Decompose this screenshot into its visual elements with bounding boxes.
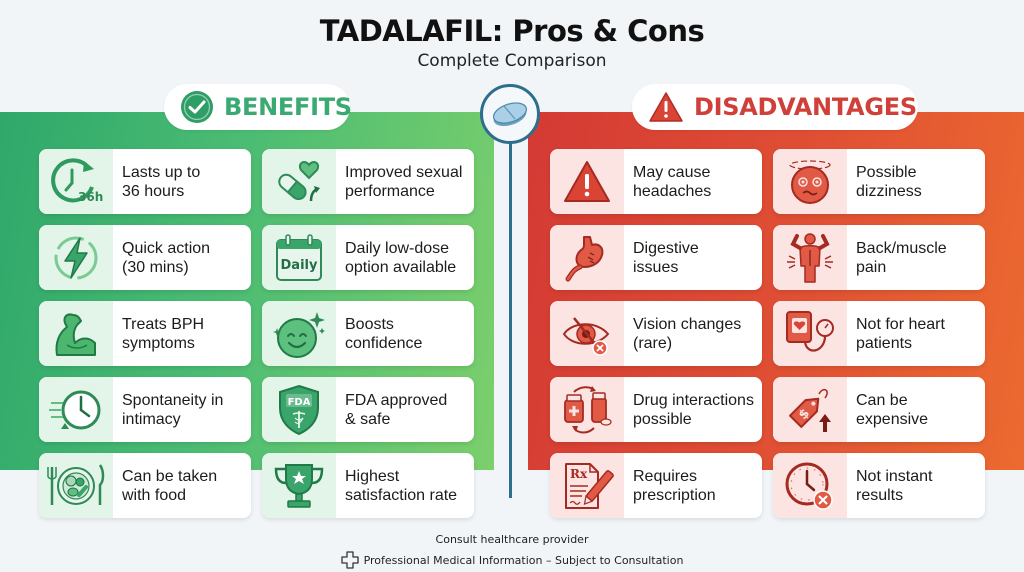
muscle-arm-icon xyxy=(39,301,113,366)
benefit-text-line1: Can be taken xyxy=(122,467,218,485)
prescription-icon: Rx xyxy=(550,453,624,518)
benefit-text-line2: with food xyxy=(122,486,187,504)
plate-food-icon xyxy=(39,453,113,518)
smiley-face-icon xyxy=(262,301,336,366)
benefit-text-line1: Quick action xyxy=(122,239,211,257)
disadvantage-text-line2: possible xyxy=(633,410,692,428)
disadvantages-title: DISADVANTAGES xyxy=(694,93,917,121)
benefit-text-line2: performance xyxy=(345,182,435,200)
benefit-text-line1: Highest xyxy=(345,467,400,485)
back-pain-icon xyxy=(773,225,847,290)
benefit-text-line2: 36 hours xyxy=(122,182,185,200)
benefit-text-line1: Boosts xyxy=(345,315,394,333)
svg-text:Rx: Rx xyxy=(570,467,588,481)
disadvantage-text-line2: issues xyxy=(633,258,679,276)
disadvantage-text-line1: Digestive xyxy=(633,239,699,257)
calendar-daily-icon: Daily xyxy=(262,225,336,290)
check-circle-icon xyxy=(180,90,214,124)
disadvantage-text-line2: prescription xyxy=(633,486,716,504)
pill-icon xyxy=(480,84,540,144)
footer-disclaimer: Professional Medical Information – Subje… xyxy=(0,551,1024,569)
medical-cross-icon xyxy=(340,551,359,569)
disadvantage-text-line1: Requires xyxy=(633,467,698,485)
disadvantage-text-line1: Can be xyxy=(856,391,908,409)
pill-bottles-swap-icon xyxy=(550,377,624,442)
benefit-text-line2: satisfaction rate xyxy=(345,486,458,504)
benefit-text-line2: option available xyxy=(345,258,457,276)
benefit-card-quick-action: Quick action(30 mins) xyxy=(39,225,251,290)
disadvantage-text-line1: Not for heart xyxy=(856,315,945,333)
warning-triangle-icon xyxy=(550,149,624,214)
eye-crossed-icon xyxy=(550,301,624,366)
disadvantage-text-line2: expensive xyxy=(856,410,929,428)
disadvantage-text-line2: headaches xyxy=(633,182,712,200)
disadvantage-text-line2: patients xyxy=(856,334,913,352)
benefit-card-fda-approved: FDA FDA approved& safe xyxy=(262,377,474,442)
lightning-icon xyxy=(39,225,113,290)
disadvantage-card-vision: Vision changes(rare) xyxy=(550,301,762,366)
dizzy-face-icon xyxy=(773,149,847,214)
disadvantage-text-line2: (rare) xyxy=(633,334,673,352)
benefit-text-line1: Daily low-dose xyxy=(345,239,450,257)
trophy-icon xyxy=(262,453,336,518)
svg-text:36h: 36h xyxy=(78,190,103,204)
benefit-text-line1: Improved sexual xyxy=(345,163,463,181)
benefit-text-line1: Lasts up to xyxy=(122,163,201,181)
center-divider xyxy=(509,110,512,498)
benefit-text-line2: intimacy xyxy=(122,410,181,428)
svg-text:Daily: Daily xyxy=(281,258,318,273)
fast-clock-icon xyxy=(39,377,113,442)
disadvantage-text-line1: Vision changes xyxy=(633,315,742,333)
svg-text:FDA: FDA xyxy=(288,397,311,408)
page-subtitle: Complete Comparison xyxy=(417,51,607,71)
benefit-text-line2: (30 mins) xyxy=(122,258,189,276)
price-tag-up-icon: $ xyxy=(773,377,847,442)
disclaimer-text: Professional Medical Information – Subje… xyxy=(363,553,684,567)
warning-triangle-icon xyxy=(648,91,684,123)
disadvantage-text-line2: results xyxy=(856,486,904,504)
disadvantage-text-line1: Possible xyxy=(856,163,917,181)
stomach-icon xyxy=(550,225,624,290)
benefit-text-line2: & safe xyxy=(345,410,391,428)
benefit-text-line1: Treats BPH xyxy=(122,315,205,333)
clock-x-icon xyxy=(773,453,847,518)
disadvantage-text-line1: Drug interactions xyxy=(633,391,754,409)
benefit-text-line1: FDA approved xyxy=(345,391,448,409)
page-title: TADALAFIL: Pros & Cons xyxy=(319,14,705,48)
disadvantage-text-line1: Back/muscle xyxy=(856,239,947,257)
disadvantage-text-line1: May cause xyxy=(633,163,711,181)
benefit-text-line2: symptoms xyxy=(122,334,195,352)
fda-shield-icon: FDA xyxy=(262,377,336,442)
benefit-text-line2: confidence xyxy=(345,334,423,352)
footer-consult-note: Consult healthcare provider xyxy=(435,533,589,546)
pill-heart-icon xyxy=(262,149,336,214)
benefits-title: BENEFITS xyxy=(224,93,352,121)
disadvantages-header-badge: DISADVANTAGES xyxy=(632,84,918,130)
clock-36h-icon: 36h xyxy=(39,149,113,214)
blood-pressure-icon xyxy=(773,301,847,366)
disadvantage-text-line2: pain xyxy=(856,258,887,276)
benefit-text-line1: Spontaneity in xyxy=(122,391,224,409)
disadvantage-text-line1: Not instant xyxy=(856,467,933,485)
benefits-header-badge: BENEFITS xyxy=(164,84,352,130)
disadvantage-text-line2: dizziness xyxy=(856,182,922,200)
